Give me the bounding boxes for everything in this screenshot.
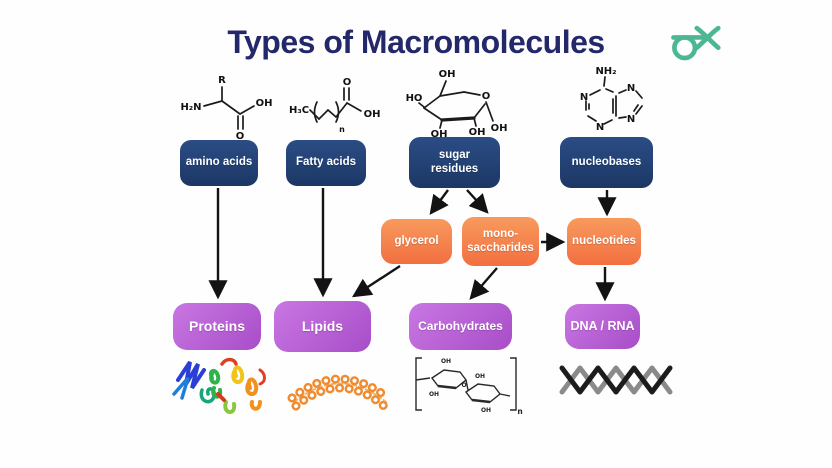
arrow-monosaccharides-to-carbohydrates [469,267,498,300]
polysaccharide-image: OH OH OH OH O n [415,357,523,416]
oxygen-label: O [343,77,352,88]
carb-repeat-label: n [517,407,522,416]
node-label: DNA / RNA [570,319,635,334]
geeksforgeeks-logo-icon [671,25,721,61]
node-carbohydrates: Carbohydrates [409,303,512,350]
arrow-sugar-to-monosaccharides [466,189,489,214]
dna-helix-image [559,365,673,395]
node-label: Fatty acids [295,156,357,169]
node-amino-acids: amino acids [180,140,258,186]
node-label: Carbohydrates [418,319,503,334]
fatty-acid-structure: H₃C O OH n [289,77,381,134]
node-nucleotides: nucleotides [567,218,641,265]
node-lipids: Lipids [274,301,371,352]
amine-label: H₂N [180,102,201,113]
n9-label: N [627,114,635,125]
node-label: Proteins [188,318,245,335]
oh-bottom-label: OH [431,129,448,140]
node-nucleobases: nucleobases [560,137,653,188]
hydroxyl-label: OH [364,109,381,120]
node-dna-rna: DNA / RNA [565,304,640,349]
oh-top-label: OH [439,69,456,80]
oh-bottom2-label: OH [469,127,486,138]
node-label-line1: sugar [438,148,471,161]
carb-oh-label: OH [481,407,491,414]
node-glycerol: glycerol [381,219,452,264]
repeat-label: n [339,125,345,134]
hydroxyl-label: OH [256,98,273,109]
ho-left-label: HO [406,93,423,104]
node-proteins: Proteins [173,303,261,350]
protein-ribbon-image [172,357,266,414]
node-label: nucleotides [572,234,636,247]
node-label-line2: residues [430,162,479,175]
node-label: amino acids [185,156,253,169]
carb-o-label: O [461,382,466,389]
amino-acid-structure: R H₂N OH O [180,75,273,142]
node-fatty-acids: Fatty acids [286,140,366,186]
node-label: glycerol [394,234,439,247]
sugar-structure: OH HO O OH OH OH [406,69,508,140]
oxygen-label: O [236,131,245,142]
arrow-sugar-to-glycerol [429,189,449,215]
amine-label: NH₂ [595,66,616,77]
lipid-bilayer-image [287,374,393,411]
page-title: Types of Macromolecules [227,24,605,60]
ring-o-label: O [482,91,491,102]
node-label: Lipids [301,318,344,335]
methyl-label: H₃C [289,105,309,116]
node-monosaccharides: mono- saccharides [462,217,539,266]
nucleobase-structure: NH₂ N N N N [580,66,643,133]
node-sugar-residues: sugar residues [409,137,500,188]
n3-label: N [596,122,604,133]
r-group-label: R [218,75,226,86]
node-label-line2: saccharides [467,241,534,254]
arrow-glycerol-to-lipids [351,264,401,298]
n1-label: N [580,92,588,103]
oh-right-label: OH [491,123,508,134]
node-label: nucleobases [571,155,642,168]
n7-label: N [627,83,635,94]
node-label-line1: mono- [482,227,519,240]
carb-oh-label: OH [441,358,451,365]
carb-oh-label: OH [475,373,485,380]
carb-oh-label: OH [429,391,439,398]
